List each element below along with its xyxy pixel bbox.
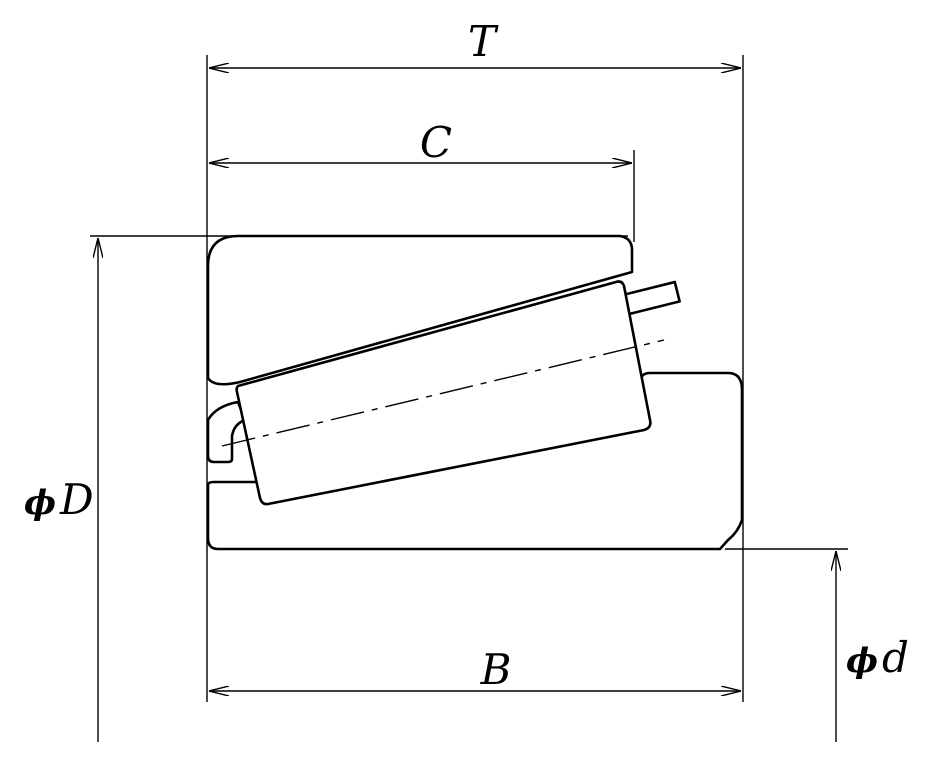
label-d: d [882,633,909,682]
label-outer-diameter: ϕD [24,475,94,524]
phi-symbol-small: ϕ [846,641,878,681]
label-T: T [468,17,499,66]
outer-ring [206,234,634,386]
inner-ring-rib [206,400,247,464]
cage-tab [623,280,681,316]
roller-axis-centerline [221,339,665,447]
label-inner-diameter: ϕd [846,633,909,682]
label-C: C [420,118,452,167]
label-D: D [59,475,94,524]
phi-symbol: ϕ [24,483,56,523]
label-B: B [480,645,512,694]
